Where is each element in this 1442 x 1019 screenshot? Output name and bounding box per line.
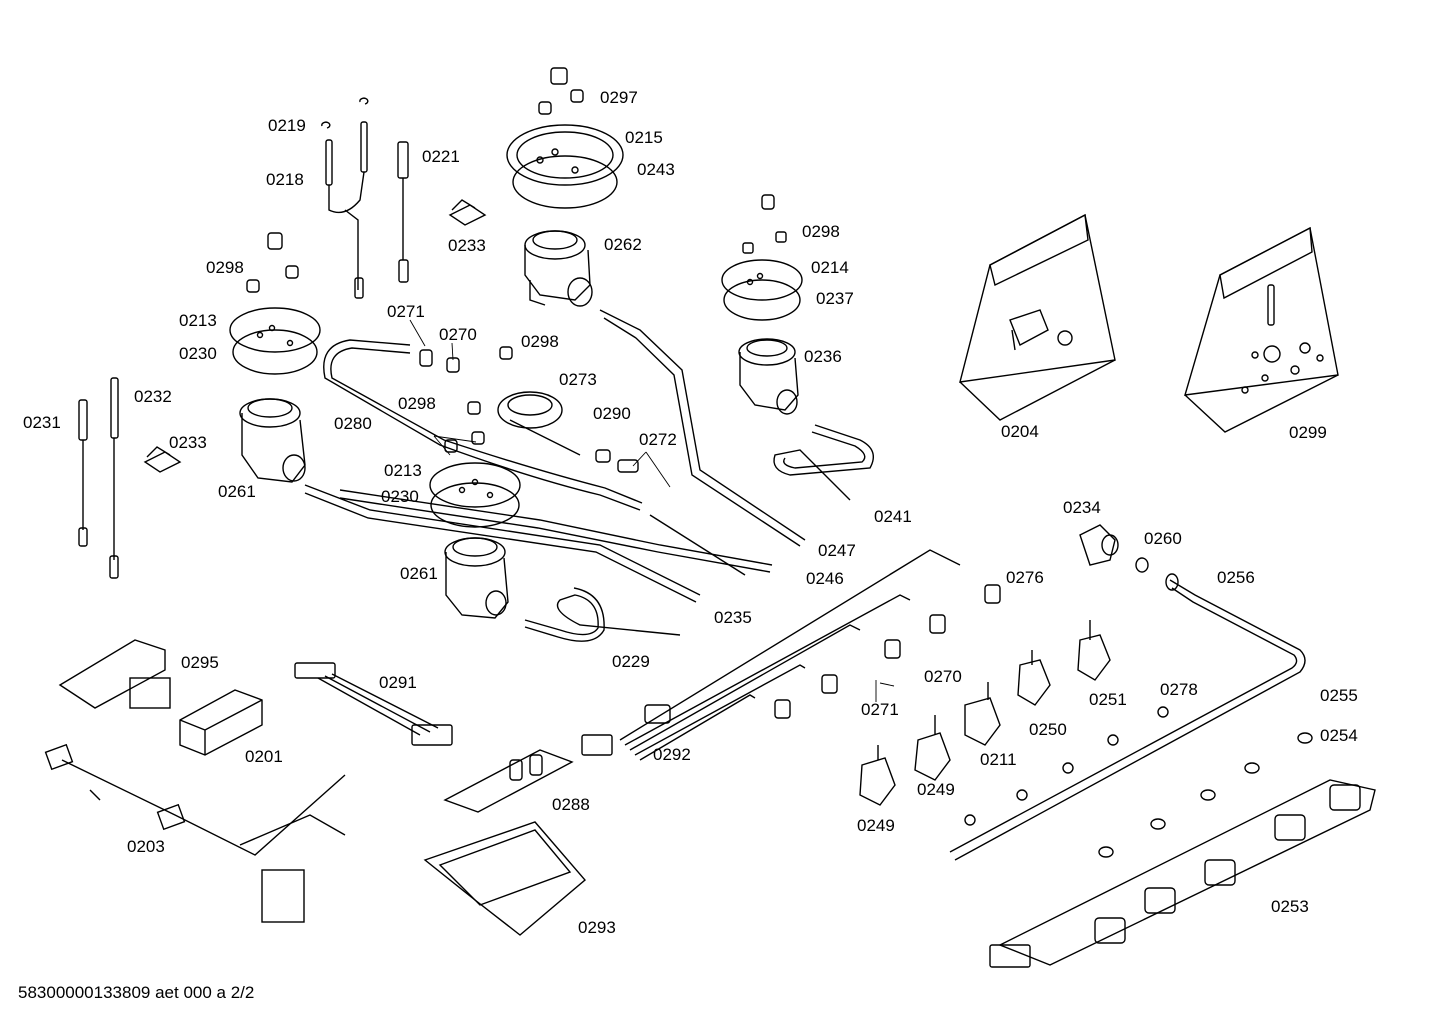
label-0262: 0262 [604,235,642,254]
thermocouple-0232 [109,377,119,579]
label-0237: 0237 [816,289,854,308]
gas-taps-0253 [989,779,1376,968]
label-0297: 0297 [600,88,638,107]
label-0288: 0288 [552,795,590,814]
label-0247: 0247 [818,541,856,560]
bag-0204 [959,213,1116,421]
label-0298-center: 0298 [521,332,559,351]
label-0270-lower: 0270 [924,667,962,686]
label-0232: 0232 [134,387,172,406]
label-0243: 0243 [637,160,675,179]
label-0221: 0221 [422,147,460,166]
label-0241: 0241 [874,507,912,526]
burner-body-0261-center [444,537,509,619]
label-0251: 0251 [1089,690,1127,709]
label-0230-left: 0230 [179,344,217,363]
housing-0293 [423,821,586,936]
label-0260: 0260 [1144,529,1182,548]
injector-body-0273 [497,391,581,456]
cable-harness-0203 [44,743,346,923]
burner-cap-0213 [229,232,321,375]
gas-pipe-0241 [773,424,874,501]
label-0298-left: 0298 [206,258,244,277]
bag-0299 [1184,226,1339,433]
label-0298-lower: 0298 [398,394,436,413]
label-0270-top: 0270 [439,325,477,344]
spark-generator-0201 [179,689,263,756]
label-0231: 0231 [23,413,61,432]
label-0233-top: 0233 [448,236,486,255]
label-0213-center: 0213 [384,461,422,480]
burner-body-0261-left [239,398,306,483]
label-0278: 0278 [1160,680,1198,699]
label-0293: 0293 [578,918,616,937]
label-0201: 0201 [245,747,283,766]
gas-pipe-0235 [304,484,701,603]
label-0215: 0215 [625,128,663,147]
label-0272: 0272 [639,430,677,449]
valves-0211-0249-0250-0251 [859,620,1111,806]
gas-pipe-0280 [323,339,643,511]
gas-pipe-0229 [524,587,681,642]
label-0218: 0218 [266,170,304,189]
label-0291: 0291 [379,673,417,692]
thermocouple-0218 [321,97,369,299]
electrode-0231 [78,399,88,547]
label-0280: 0280 [334,414,372,433]
control-board-0288 [443,749,574,813]
label-0233-left: 0233 [169,433,207,452]
gas-pipe-0247 [599,309,806,547]
label-0250: 0250 [1029,720,1067,739]
label-0249-upper: 0249 [917,780,955,799]
label-0271-lower: 0271 [861,700,899,719]
label-0261-center: 0261 [400,564,438,583]
label-0235: 0235 [714,608,752,627]
label-0236: 0236 [804,347,842,366]
label-0214: 0214 [811,258,849,277]
label-0255: 0255 [1320,686,1358,705]
elbow-0234 [1079,524,1149,573]
label-0261-left: 0261 [218,482,256,501]
wiring-harness-0292 [581,549,961,761]
label-0292: 0292 [653,745,691,764]
label-0229: 0229 [612,652,650,671]
label-0295: 0295 [181,653,219,672]
label-0219: 0219 [268,116,306,135]
connectors-0298-0270-0271 [419,346,639,473]
label-0249-lower: 0249 [857,816,895,835]
cable-0291 [294,662,453,746]
label-0298-right: 0298 [802,222,840,241]
label-0246: 0246 [806,569,844,588]
label-0256: 0256 [1217,568,1255,587]
bracket-0295 [58,639,171,709]
label-0213-left: 0213 [179,311,217,330]
label-0290: 0290 [593,404,631,423]
label-0253: 0253 [1271,897,1309,916]
ignition-electrode-0221 [397,141,409,283]
clip-0233 [143,199,487,473]
gas-pipe-0246 [339,489,773,576]
small-plugs-0276 [774,584,1001,719]
burner-body-0236 [738,338,799,415]
burner-cap-0213-center [429,462,521,528]
label-0254: 0254 [1320,726,1358,745]
label-0273: 0273 [559,370,597,389]
label-0204: 0204 [1001,422,1039,441]
label-0276: 0276 [1006,568,1044,587]
label-0299: 0299 [1289,423,1327,442]
burner-body-0262 [524,230,593,307]
label-0230-center: 0230 [381,487,419,506]
label-0211: 0211 [980,750,1017,769]
label-0271-top: 0271 [387,302,425,321]
label-0203: 0203 [127,837,165,856]
gas-rail-pipe-0256 [949,573,1306,861]
document-id-footer: 58300000133809 aet 000 a 2/2 [18,983,255,1002]
label-0234: 0234 [1063,498,1101,517]
burner-cap-0214 [721,194,803,321]
burner-cap-0215 [506,67,624,209]
washers-0254-0255-0278 [964,706,1313,858]
